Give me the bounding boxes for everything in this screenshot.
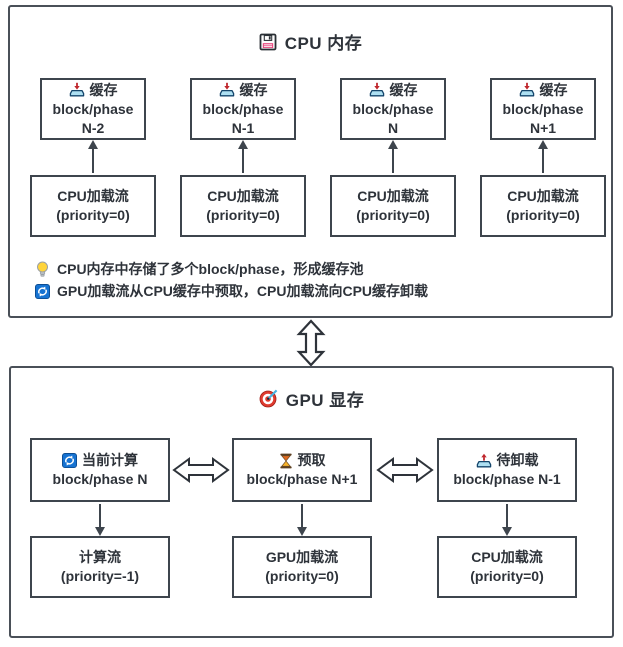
up-arrow: [388, 140, 398, 173]
state-box-label: 预取: [297, 452, 326, 468]
stream-box-line1: CPU加载流: [471, 549, 543, 565]
cache-box-label: 缓存: [539, 81, 568, 98]
down-arrow: [502, 504, 512, 536]
cache-box-line2: block/phase: [502, 100, 584, 117]
sync-icon: [35, 283, 50, 299]
stream-box-line1: CPU加载流: [357, 188, 429, 204]
stream-box-line2: (priority=0): [356, 207, 430, 223]
outbox-tray-icon: [476, 453, 491, 467]
cache-box-n-1: 缓存 block/phase N-1: [190, 78, 296, 140]
note-cache-pool: CPU内存中存储了多个block/phase，形成缓存池: [35, 259, 363, 279]
stream-box-line1: GPU加载流: [265, 549, 339, 565]
inbox-tray-icon: [519, 82, 534, 97]
cache-box-n-plus-1: 缓存 block/phase N+1: [490, 78, 596, 140]
down-arrow: [297, 504, 307, 536]
cache-box-label: 缓存: [239, 81, 268, 98]
inbox-tray-icon: [369, 82, 384, 97]
cache-box-label: 缓存: [89, 81, 118, 98]
pending-offload-box: 待卸载 block/phase N-1: [437, 438, 577, 502]
state-box-label: 待卸载: [496, 452, 539, 468]
stream-box-line2: (priority=0): [206, 207, 280, 223]
cpu-memory-panel: CPU 内存 缓存 block/phase N-2: [8, 5, 613, 318]
stream-box-line2: (priority=0): [56, 207, 130, 223]
cache-box-line3: N-1: [231, 119, 255, 136]
cache-box-line3: N-2: [81, 119, 105, 136]
gpu-vram-panel: GPU 显存 当前计算 block/phase N: [9, 366, 614, 638]
note-text: GPU加载流从CPU缓存中预取，CPU加载流向CPU缓存卸载: [57, 283, 429, 299]
gpu-panel-title-label: GPU 显存: [285, 391, 365, 410]
cache-box-line3: N: [387, 119, 399, 136]
stream-box-line1: 计算流: [79, 549, 121, 565]
stream-box-line2: (priority=0): [470, 568, 544, 584]
light-bulb-icon: [37, 261, 48, 277]
dart-target-icon: [259, 389, 278, 408]
cache-box-line2: block/phase: [352, 100, 434, 117]
stream-box-line2: (priority=0): [265, 568, 339, 584]
note-text: CPU内存中存储了多个block/phase，形成缓存池: [57, 261, 364, 277]
down-arrow: [95, 504, 105, 536]
inbox-tray-icon: [219, 82, 234, 97]
cache-box-n: 缓存 block/phase N: [340, 78, 446, 140]
stream-box-line1: CPU加载流: [207, 188, 279, 204]
cpu-load-stream-box: CPU加载流 (priority=0): [437, 536, 577, 598]
sync-icon: [62, 453, 77, 468]
floppy-disk-icon: [259, 33, 277, 50]
cpu-load-stream-box: CPU加载流 (priority=0): [330, 175, 456, 237]
cache-box-line2: block/phase: [202, 100, 284, 117]
cpu-panel-title: CPU 内存: [10, 29, 611, 54]
up-arrow: [238, 140, 248, 173]
hourglass-icon: [279, 453, 292, 468]
gpu-load-stream-box: GPU加载流 (priority=0): [232, 536, 372, 598]
cache-box-line3: N+1: [529, 119, 557, 136]
compute-stream-box: 计算流 (priority=-1): [30, 536, 170, 598]
gpu-panel-title: GPU 显存: [11, 386, 612, 411]
state-box-label: 当前计算: [82, 452, 138, 468]
note-stream-roles: GPU加载流从CPU缓存中预取，CPU加载流向CPU缓存卸载: [35, 281, 428, 301]
cache-box-label: 缓存: [389, 81, 418, 98]
cache-box-n-2: 缓存 block/phase N-2: [40, 78, 146, 140]
up-arrow: [88, 140, 98, 173]
stream-box-line1: CPU加载流: [507, 188, 579, 204]
stream-box-line2: (priority=-1): [60, 568, 140, 584]
cpu-load-stream-box: CPU加载流 (priority=0): [480, 175, 606, 237]
cpu-gpu-bidirectional-arrow: [294, 319, 328, 367]
prefetch-offload-bidirectional-arrow: [376, 455, 434, 485]
inbox-tray-icon: [69, 82, 84, 97]
compute-prefetch-bidirectional-arrow: [172, 455, 230, 485]
cache-box-line2: block/phase: [52, 100, 134, 117]
prefetch-box: 预取 block/phase N+1: [232, 438, 372, 502]
cpu-load-stream-box: CPU加载流 (priority=0): [30, 175, 156, 237]
cpu-panel-title-label: CPU 内存: [284, 34, 363, 53]
cpu-load-stream-box: CPU加载流 (priority=0): [180, 175, 306, 237]
stream-box-line1: CPU加载流: [57, 188, 129, 204]
up-arrow: [538, 140, 548, 173]
state-box-line2: block/phase N+1: [246, 471, 358, 487]
state-box-line2: block/phase N: [52, 471, 148, 487]
current-compute-box: 当前计算 block/phase N: [30, 438, 170, 502]
state-box-line2: block/phase N-1: [453, 471, 561, 487]
stream-box-line2: (priority=0): [506, 207, 580, 223]
